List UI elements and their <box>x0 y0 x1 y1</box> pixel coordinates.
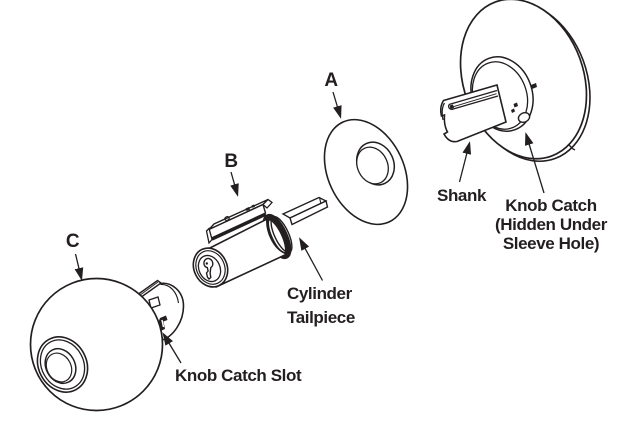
cylinder-bar-mark-2 <box>251 204 255 208</box>
leader-arrows <box>74 91 545 364</box>
cylinder-back-edge <box>270 215 293 254</box>
cylinder-bar-shadow <box>211 213 267 241</box>
label-shank: Shank <box>437 186 487 205</box>
shank-slot-end-cap <box>447 104 452 111</box>
label-part-b: B <box>224 151 237 172</box>
shank-slot-outer-line <box>448 89 498 106</box>
label-knob-catch-slot: Knob Catch Slot <box>175 366 302 385</box>
knob-catch-slot-gap <box>161 319 165 328</box>
arrow-tailpiece <box>299 237 324 281</box>
arrow-knob-catch-slot <box>162 332 182 364</box>
arrow-b <box>230 171 239 197</box>
knob-sleeve-mouth-edge <box>160 283 180 304</box>
knob-part-c <box>29 277 185 412</box>
arrow-a <box>332 91 342 119</box>
shank-slot-end-tab <box>449 104 454 109</box>
hidden-catch-mark-2 <box>511 108 515 113</box>
rose-assembly <box>440 0 591 163</box>
arrow-knob-catch <box>524 132 545 194</box>
label-knob-catch-line3: Sleeve Hole) <box>503 234 599 253</box>
cylinder-bar-hole <box>224 216 230 221</box>
shank-slot-rail <box>452 93 497 108</box>
tailpiece-end-cut <box>318 197 322 205</box>
washer-part-a <box>323 118 409 226</box>
label-knob-catch-line2: (Hidden Under <box>495 215 608 234</box>
hidden-catch-mark-1 <box>513 102 518 108</box>
label-tailpiece-line1: Cylinder <box>287 284 353 303</box>
shank-tube-wall-edge <box>441 102 446 121</box>
labels: A B C Shank Knob Catch (Hidden Under Sle… <box>66 70 608 385</box>
sleeve-top-mark <box>531 83 537 89</box>
label-tailpiece-line2: Tailpiece <box>287 308 355 327</box>
knob-face-hole-inner <box>45 352 73 383</box>
shank-slot-inner-line <box>451 95 499 111</box>
shank-tube <box>440 83 507 143</box>
rose-rim-notch <box>567 143 576 151</box>
knob-catch-hole <box>517 111 531 124</box>
keyway-dot <box>205 262 208 265</box>
cylinder-bar-end-cap <box>262 198 273 209</box>
tailpiece-rod-side <box>289 200 329 226</box>
cylinder-bar-mark-1 <box>245 207 250 211</box>
washer-hole-inner <box>356 146 389 185</box>
arrow-c <box>74 253 84 281</box>
label-part-a: A <box>324 70 338 91</box>
arrow-shank <box>458 141 472 183</box>
cylinder-part-b <box>192 196 329 288</box>
label-knob-catch-line1: Knob Catch <box>505 196 596 215</box>
label-part-c: C <box>66 231 80 252</box>
